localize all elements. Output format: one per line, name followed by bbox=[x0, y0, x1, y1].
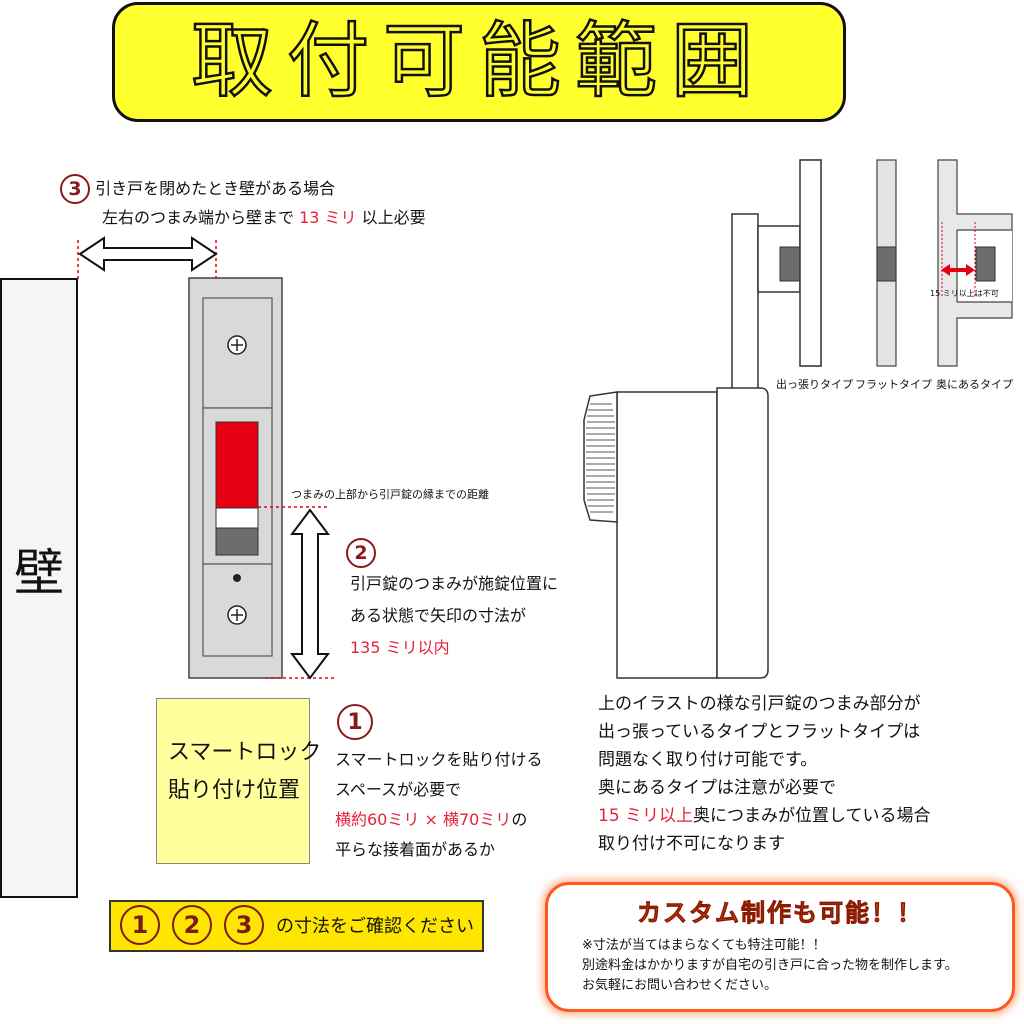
check-number-2: 2 bbox=[172, 905, 212, 945]
horizontal-double-arrow bbox=[78, 236, 218, 272]
wall-label: 壁 bbox=[14, 544, 64, 602]
note-3-line2-post: 以上必要 bbox=[356, 208, 426, 227]
distance-label: つまみの上部から引戸錠の縁までの距離 bbox=[291, 488, 489, 501]
knob-white bbox=[215, 507, 259, 529]
description-value: 15 ミリ以上 bbox=[598, 806, 694, 826]
custom-order-notes: ※寸法が当てはまらなくても特注可能！！ 別途料金はかかりますが自宅の引き戸に合っ… bbox=[582, 936, 958, 996]
description-line6: 取り付け不可になります bbox=[598, 834, 785, 854]
custom-note-line3: お気軽にお問い合わせください。 bbox=[582, 978, 778, 993]
note-2: 2 引戸錠のつまみが施錠位置に ある状態で矢印の寸法が 135 ミリ以内 bbox=[346, 538, 558, 662]
title-banner: 取付可能範囲 bbox=[112, 2, 846, 122]
recess-note: 15 ミリ以上は不可 bbox=[930, 289, 999, 298]
smart-lock-label-line2: 貼り付け位置 bbox=[168, 778, 301, 803]
description: 上のイラストの様な引戸錠のつまみ部分が 出っ張っているタイプとフラットタイプは … bbox=[598, 690, 931, 858]
knob-grey bbox=[215, 527, 259, 556]
custom-note-line2: 別途料金はかかりますが自宅の引き戸に合った物を制作します。 bbox=[582, 958, 958, 973]
smart-lock-label: スマートロック 貼り付け位置 bbox=[168, 734, 321, 810]
screw-icon-bottom bbox=[227, 605, 247, 625]
note-3-line2-pre: 左右のつまみ端から壁まで bbox=[102, 208, 300, 227]
page-title: 取付可能範囲 bbox=[190, 14, 767, 109]
check-banner-text: の寸法をご確認ください bbox=[276, 916, 474, 937]
description-line3: 問題なく取り付け可能です。 bbox=[598, 750, 818, 770]
note-2-line1: 引戸錠のつまみが施錠位置に bbox=[350, 574, 559, 593]
note-3-line1: 引き戸を閉めたとき壁がある場合 bbox=[95, 179, 336, 198]
screw-icon-top bbox=[227, 335, 247, 355]
number-3-badge: 3 bbox=[60, 174, 90, 204]
note-1-line2: スペースが必要で bbox=[335, 780, 462, 799]
note-1-line4: 平らな接着面があるか bbox=[335, 840, 496, 859]
keyhole-dot bbox=[233, 574, 241, 582]
smart-lock-label-line1: スマートロック bbox=[168, 740, 322, 765]
recessed-type-diagram bbox=[937, 159, 1013, 367]
check-number-3: 3 bbox=[224, 905, 264, 945]
note-1-line1: スマートロックを貼り付ける bbox=[335, 750, 543, 769]
type-label-flat: フラットタイプ bbox=[855, 378, 932, 391]
note-2-value: 135 ミリ以内 bbox=[350, 638, 450, 657]
knob-red bbox=[215, 421, 259, 509]
check-banner-content: 1 2 3 の寸法をご確認ください bbox=[120, 905, 474, 945]
note-1-value: 横約60ミリ × 横70ミリ bbox=[335, 810, 512, 829]
check-banner bbox=[109, 900, 484, 952]
custom-order-box bbox=[545, 882, 1015, 1012]
number-2-badge: 2 bbox=[346, 538, 376, 568]
custom-order-title: カスタム制作も可能！！ bbox=[637, 899, 923, 928]
note-1-value-post: の bbox=[511, 810, 528, 829]
vertical-double-arrow bbox=[290, 508, 330, 680]
note-3: 3 引き戸を閉めたとき壁がある場合 左右のつまみ端から壁まで 13 ミリ 以上必… bbox=[60, 174, 426, 232]
description-line5-post: 奥につまみが位置している場合 bbox=[693, 806, 931, 826]
check-number-1: 1 bbox=[120, 905, 160, 945]
description-line1: 上のイラストの様な引戸錠のつまみ部分が bbox=[598, 694, 921, 714]
type-label-recessed: 奥にあるタイプ bbox=[936, 378, 1013, 391]
note-3-value: 13 ミリ bbox=[299, 208, 357, 227]
custom-note-line1: ※寸法が当てはまらなくても特注可能！！ bbox=[582, 938, 826, 953]
number-1-badge: 1 bbox=[337, 704, 373, 740]
note-2-line2: ある状態で矢印の寸法が bbox=[350, 606, 527, 625]
smart-lock-area bbox=[156, 698, 310, 864]
wall bbox=[0, 278, 78, 898]
door-lock-illustration bbox=[583, 159, 822, 679]
description-line4: 奥にあるタイプは注意が必要で bbox=[598, 778, 836, 798]
type-label-protruding: 出っ張りタイプ bbox=[776, 378, 853, 391]
note-1: 1 スマートロックを貼り付ける スペースが必要で 横約60ミリ × 横70ミリの… bbox=[335, 704, 543, 864]
flat-type-diagram bbox=[876, 159, 897, 367]
description-line2: 出っ張っているタイプとフラットタイプは bbox=[598, 722, 921, 742]
